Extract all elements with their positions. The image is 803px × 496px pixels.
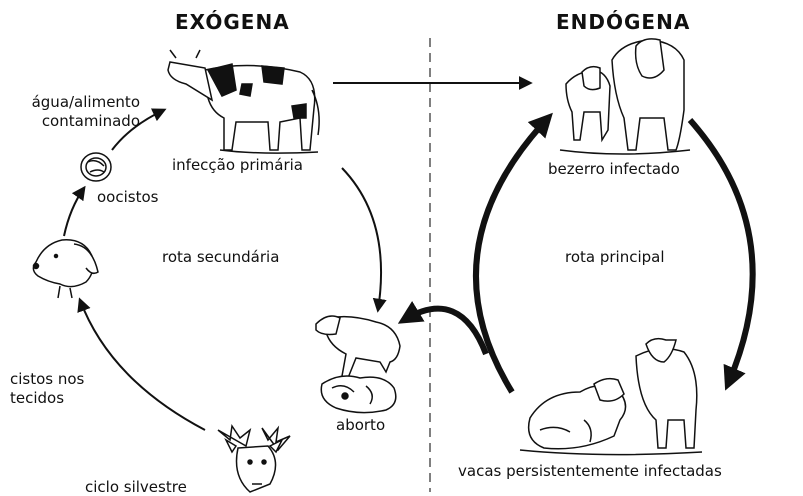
arrow-sylvatic-to-dog (77, 297, 206, 431)
label-abortion: aborto (336, 416, 386, 434)
arrow-dog-to-oocyst (63, 185, 86, 237)
arrow-cow-to-abortion (341, 167, 387, 313)
label-persistently-infected-cows: vacas persistentemente infectadas (458, 462, 722, 480)
aborted-calf-icon (315, 315, 401, 414)
oocyst-icon (80, 152, 112, 182)
calf-and-cow-icon (559, 38, 691, 155)
label-tissue-cysts: cistos nos tecidos (10, 370, 84, 408)
deer-icon (217, 423, 291, 493)
label-primary-infection: infecção primária (172, 156, 304, 174)
label-oocysts: oocistos (97, 188, 159, 206)
label-water-food: água/alimento contaminado (0, 93, 140, 131)
label-infected-calf: bezerro infectado (548, 160, 680, 178)
label-water-food-line1: água/alimento (31, 93, 140, 111)
arrow-oocyst-to-cow (111, 108, 167, 151)
label-tissue-cysts-line2: tecidos (10, 389, 65, 407)
label-secondary-route: rota secundária (162, 248, 280, 266)
label-tissue-cysts-line1: cistos nos (10, 370, 85, 388)
dog-head-icon (32, 239, 99, 299)
header-exogenous: EXÓGENA (175, 10, 290, 34)
arrow-cows-to-calf (473, 112, 553, 394)
resting-cows-icon (519, 337, 703, 456)
arrow-calf-to-cows (687, 118, 756, 391)
label-water-food-line2: contaminado (41, 112, 140, 130)
holstein-cow-icon (167, 49, 320, 154)
label-main-route: rota principal (565, 248, 665, 266)
header-endogenous: ENDÓGENA (556, 10, 691, 34)
arrow-endogenous-to-abortion (397, 301, 489, 356)
label-sylvatic-cycle: ciclo silvestre (85, 478, 187, 496)
